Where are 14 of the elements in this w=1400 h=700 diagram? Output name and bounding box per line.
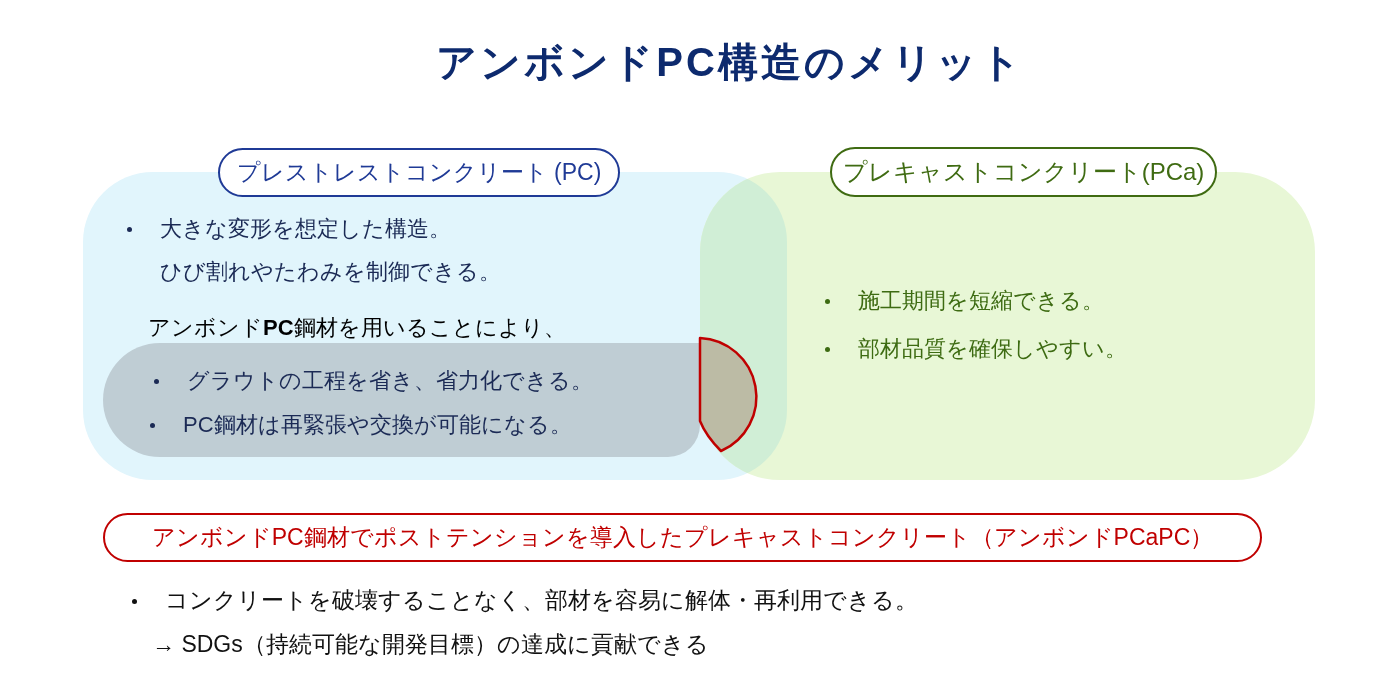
highlight-band (103, 343, 700, 457)
list-item-text: グラウトの工程を省き、省力化できる。 (187, 367, 593, 395)
body-text: アンボンドPC鋼材を用いることにより、 (148, 314, 566, 342)
heading-pill: アンボンドPC鋼材でポストテンションを導入したプレキャストコンクリート（アンボンドPCaPC） (103, 513, 1262, 562)
title: アンボンドPC構造のメリット (436, 39, 1024, 86)
list-item-text: 大きな変形を想定した構造。 (160, 215, 451, 243)
list-item-text: コンクリートを破壊することなく、部材を容易に解体・再利用できる。 (165, 587, 918, 615)
list-item-text: 部材品質を確保しやすい。 (858, 335, 1127, 363)
body-text: → SDGs（持続可能な開発目標）の達成に貢献できる (152, 631, 709, 659)
heading-pill: プレキャストコンクリート(PCa) (830, 147, 1217, 197)
list-item-text: PC鋼材は再緊張や交換が可能になる。 (183, 411, 572, 439)
list-item-text: 施工期間を短縮できる。 (858, 287, 1104, 315)
body-text: ひび割れやたわみを制御できる。 (160, 258, 501, 286)
heading-pill: プレストレストコンクリート (PC) (218, 148, 620, 197)
